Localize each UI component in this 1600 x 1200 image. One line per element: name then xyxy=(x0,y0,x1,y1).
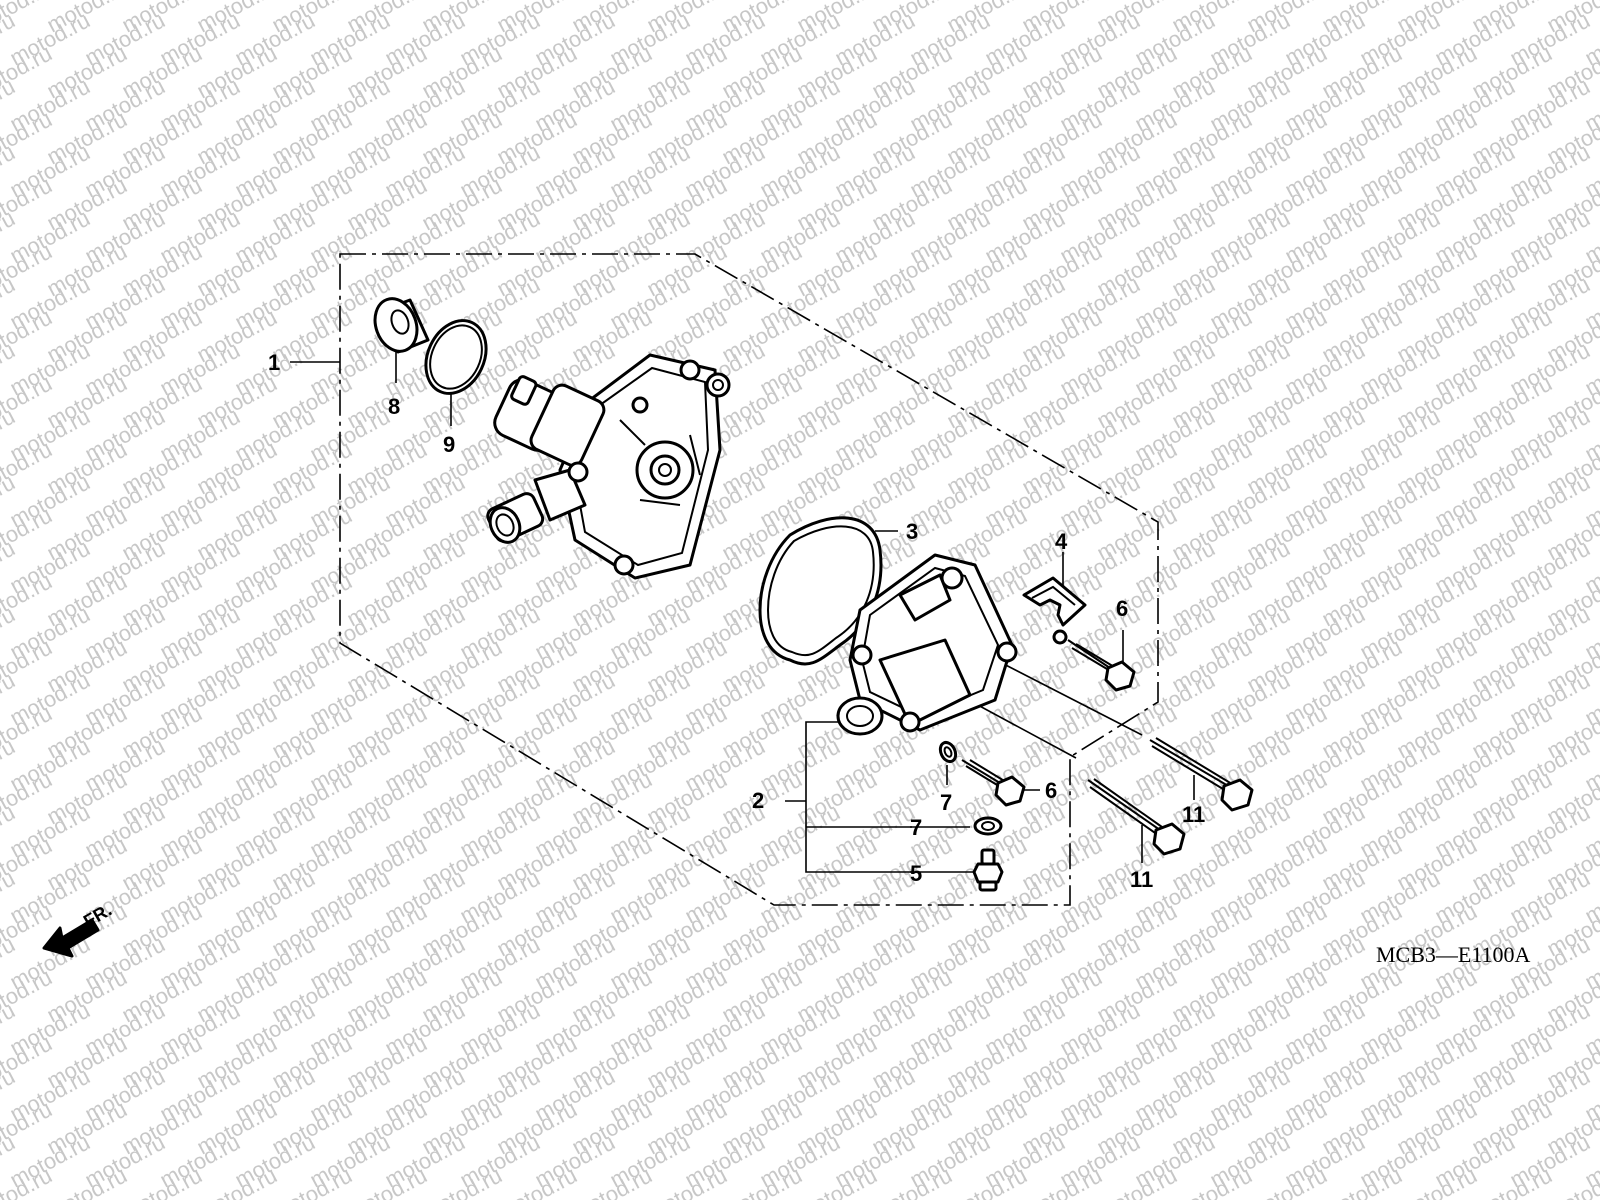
callout-7-upper: 7 xyxy=(940,790,952,815)
diagram-code: MCB3—E1100A xyxy=(1376,942,1531,967)
washer-part-7-lower xyxy=(973,816,1003,836)
clamp-part-4 xyxy=(1022,576,1087,645)
bolt-part-6-upper xyxy=(1067,639,1136,692)
callout-5: 5 xyxy=(910,861,922,886)
assembly-boundary xyxy=(339,253,1159,906)
front-direction-arrow: FR. xyxy=(42,900,115,958)
bolt-part-6-lower xyxy=(961,759,1026,807)
callout-4: 4 xyxy=(1055,529,1068,554)
drain-bolt-part-5 xyxy=(972,848,1004,892)
washer-part-7-upper xyxy=(938,740,958,764)
callout-8: 8 xyxy=(388,394,400,419)
callout-7-lower: 7 xyxy=(910,815,922,840)
callout-6-upper: 6 xyxy=(1116,596,1128,621)
callout-11-upper: 11 xyxy=(1182,802,1205,827)
callout-11-lower: 11 xyxy=(1130,867,1153,892)
bolt-part-11-upper xyxy=(1149,737,1254,812)
bolt-part-11-lower xyxy=(1087,778,1186,856)
water-pump-cover-part-2 xyxy=(836,553,1018,736)
callout-3: 3 xyxy=(906,519,918,544)
callout-labels: 1 2 3 4 5 6 6 7 7 8 9 11 11 xyxy=(268,350,1205,892)
callout-6-lower: 6 xyxy=(1045,778,1057,803)
watermark-text: motod.ru xyxy=(1581,0,1600,4)
callout-9: 9 xyxy=(443,432,455,457)
o-ring-part-9 xyxy=(424,319,488,395)
callout-1: 1 xyxy=(268,350,280,375)
water-pump-body xyxy=(486,353,731,580)
cover-gasket-part-3 xyxy=(758,516,883,666)
callout-2: 2 xyxy=(752,788,764,813)
oil-seal-part-8 xyxy=(373,297,430,354)
